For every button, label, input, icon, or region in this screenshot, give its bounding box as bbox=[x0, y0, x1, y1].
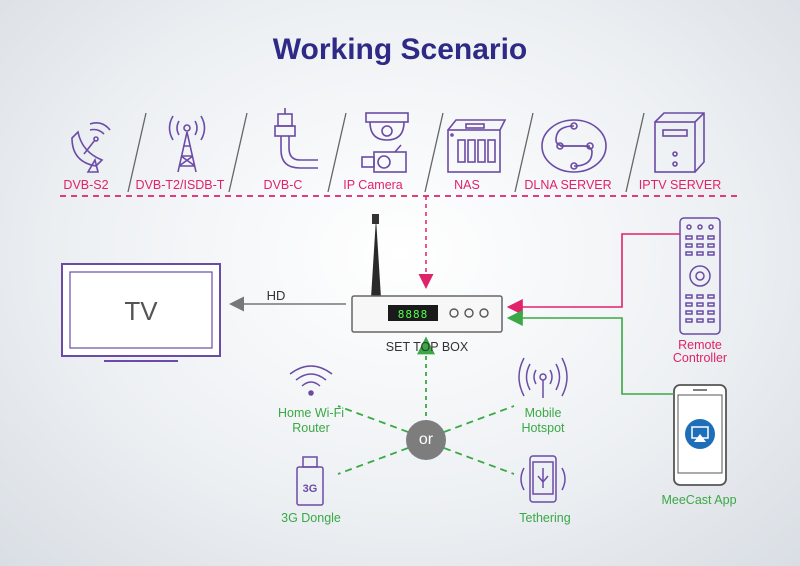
source-label-dvb-t2: DVB-T2/ISDB-T bbox=[135, 178, 225, 192]
dongle-icon bbox=[296, 456, 324, 506]
hd-label: HD bbox=[266, 288, 286, 303]
set-top-box-icon bbox=[351, 214, 503, 333]
remote-control-icon bbox=[679, 217, 721, 335]
stb-display: 8888 bbox=[397, 308, 429, 321]
remote-label-line1: Remote bbox=[678, 338, 722, 352]
source-label-dlna: DLNA SERVER bbox=[524, 178, 612, 192]
tethering-icon bbox=[520, 455, 566, 503]
wifi-icon bbox=[289, 365, 333, 396]
network-spokes bbox=[337, 336, 515, 475]
remote-label-line2: Controller bbox=[672, 351, 728, 365]
hotspot-label-line1: Mobile bbox=[524, 406, 562, 420]
tv-icon bbox=[61, 263, 221, 362]
dongle-badge: 3G bbox=[302, 483, 318, 495]
coax-cable-icon bbox=[274, 108, 318, 169]
source-separators bbox=[127, 112, 645, 193]
server-tower-icon bbox=[654, 112, 705, 173]
app-label: MeeCast App bbox=[661, 493, 737, 507]
app-to-stb-arrow bbox=[506, 310, 674, 395]
page-title: Working Scenario bbox=[272, 33, 528, 66]
hub-circle bbox=[406, 420, 446, 460]
source-label-dvb-s2: DVB-S2 bbox=[63, 178, 109, 192]
phone-icon bbox=[673, 384, 727, 486]
source-label-nas: NAS bbox=[454, 178, 480, 192]
tethering-label: Tethering bbox=[519, 511, 571, 525]
hotspot-label-line2: Hotspot bbox=[521, 421, 565, 435]
remote-to-stb-arrow bbox=[506, 233, 680, 315]
ip-camera-icon bbox=[361, 112, 409, 173]
satellite-dish-icon bbox=[71, 122, 111, 173]
antenna-tower-icon bbox=[168, 115, 206, 173]
dongle-label: 3G Dongle bbox=[281, 511, 341, 525]
hotspot-icon bbox=[518, 357, 568, 398]
tv-label: TV bbox=[124, 296, 158, 326]
nas-icon bbox=[447, 119, 507, 173]
dlna-icon bbox=[541, 119, 607, 173]
wifi-label-line2: Router bbox=[292, 421, 330, 435]
source-label-dvb-c: DVB-C bbox=[263, 178, 303, 192]
source-label-ip-camera: IP Camera bbox=[343, 178, 403, 192]
hub-label: or bbox=[418, 431, 434, 448]
wifi-label-line1: Home Wi-Fi bbox=[278, 406, 344, 420]
stb-label: SET TOP BOX bbox=[385, 340, 469, 354]
source-label-iptv: IPTV SERVER bbox=[638, 178, 722, 192]
